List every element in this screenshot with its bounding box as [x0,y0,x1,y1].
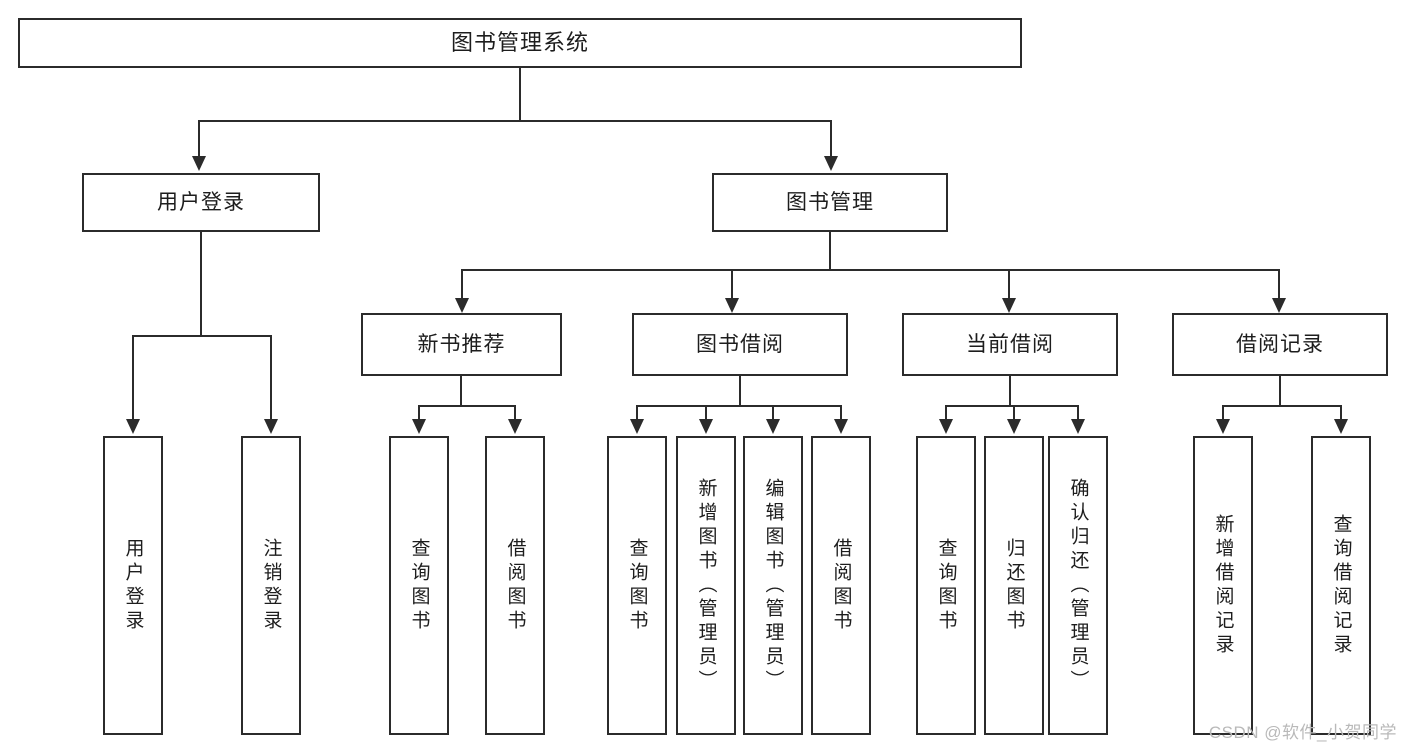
arrowhead-to-borrow-record [1272,298,1286,313]
arrowhead-user-login-leaf-2 [264,419,278,434]
node-label: 查询借阅记录 [1330,513,1352,658]
connector-current-borrow-drop-2 [1013,405,1015,421]
connector-user-login-bar [132,335,272,337]
connector-current-borrow-drop-3 [1077,405,1079,421]
arrowhead-current-borrow-leaf-1 [939,419,953,434]
node-label: 新书推荐 [417,332,506,356]
arrowhead-current-borrow-leaf-2 [1007,419,1021,434]
arrowhead-current-borrow-leaf-3 [1071,419,1085,434]
connector-book-mgmt-drop-3 [1008,269,1010,299]
node-label: 注销登录 [260,537,282,634]
connector-borrow-record-drop-2 [1340,405,1342,421]
leaf-new-book-query[interactable]: 查询图书 [389,436,449,735]
connector-book-mgmt-drop-2 [731,269,733,299]
connector-user-login-drop-2 [270,335,272,421]
node-label: 查询图书 [935,537,957,634]
node-label: 借阅图书 [830,537,852,634]
arrowhead-to-current-borrow [1002,298,1016,313]
connector-borrow-record-bar [1222,405,1342,407]
arrowhead-to-new-book-recommend [455,298,469,313]
node-label: 新增借阅记录 [1212,513,1234,658]
arrowhead-user-login-leaf-1 [126,419,140,434]
connector-user-login-drop-1 [132,335,134,421]
connector-book-borrow-drop-4 [840,405,842,421]
connector-book-mgmt-stem [829,232,831,271]
connector-new-book-bar [418,405,516,407]
leaf-book-borrow-edit[interactable]: 编辑图书（管理员） [743,436,803,735]
node-book-borrow[interactable]: 图书借阅 [632,313,848,376]
node-label: 确认归还（管理员） [1067,477,1089,694]
connector-book-borrow-bar [636,405,842,407]
connector-current-borrow-stem [1009,376,1011,407]
node-label: 借阅记录 [1236,332,1324,356]
arrowhead-book-borrow-leaf-1 [630,419,644,434]
connector-root-stem [519,68,521,121]
node-label: 编辑图书（管理员） [762,477,784,694]
node-label: 新增图书（管理员） [695,477,717,694]
node-label: 查询图书 [408,537,430,634]
arrowhead-to-book-management [824,156,838,171]
connector-book-mgmt-drop-1 [461,269,463,299]
leaf-borrow-record-query[interactable]: 查询借阅记录 [1311,436,1371,735]
connector-book-mgmt-bar [461,269,1280,271]
connector-current-borrow-drop-1 [945,405,947,421]
node-label: 借阅图书 [504,537,526,634]
leaf-book-borrow-borrow[interactable]: 借阅图书 [811,436,871,735]
arrowhead-book-borrow-leaf-3 [766,419,780,434]
connector-book-mgmt-drop-4 [1278,269,1280,299]
arrowhead-new-book-leaf-1 [412,419,426,434]
node-book-management[interactable]: 图书管理 [712,173,948,232]
leaf-book-borrow-add[interactable]: 新增图书（管理员） [676,436,736,735]
leaf-borrow-record-add[interactable]: 新增借阅记录 [1193,436,1253,735]
connector-root-drop-left [198,120,200,158]
node-label: 查询图书 [626,537,648,634]
arrowhead-new-book-leaf-2 [508,419,522,434]
node-label: 图书管理 [786,190,874,214]
leaf-user-login-logout[interactable]: 注销登录 [241,436,301,735]
node-root-book-management-system[interactable]: 图书管理系统 [18,18,1022,68]
connector-borrow-record-stem [1279,376,1281,407]
node-borrow-record[interactable]: 借阅记录 [1172,313,1388,376]
leaf-current-borrow-query[interactable]: 查询图书 [916,436,976,735]
connector-new-book-drop-1 [418,405,420,421]
connector-book-borrow-drop-3 [772,405,774,421]
connector-root-bar [198,120,832,122]
connector-book-borrow-drop-1 [636,405,638,421]
node-new-book-recommend[interactable]: 新书推荐 [361,313,562,376]
connector-user-login-stem [200,232,202,337]
connector-book-borrow-stem [739,376,741,407]
arrowhead-to-book-borrow [725,298,739,313]
connector-borrow-record-drop-1 [1222,405,1224,421]
node-label: 用户登录 [122,537,144,634]
connector-new-book-drop-2 [514,405,516,421]
leaf-user-login-login[interactable]: 用户登录 [103,436,163,735]
connector-current-borrow-bar [945,405,1079,407]
arrowhead-borrow-record-leaf-1 [1216,419,1230,434]
leaf-current-borrow-return[interactable]: 归还图书 [984,436,1044,735]
arrowhead-to-user-login [192,156,206,171]
connector-book-borrow-drop-2 [705,405,707,421]
arrowhead-borrow-record-leaf-2 [1334,419,1348,434]
node-label: 归还图书 [1003,537,1025,634]
node-label: 用户登录 [157,190,245,214]
node-label: 当前借阅 [966,332,1054,356]
connector-new-book-stem [460,376,462,407]
node-user-login[interactable]: 用户登录 [82,173,320,232]
connector-root-drop-right [830,120,832,158]
node-label: 图书管理系统 [450,29,589,55]
csdn-watermark: CSDN @软件_小贺同学 [1208,723,1397,742]
leaf-new-book-borrow[interactable]: 借阅图书 [485,436,545,735]
arrowhead-book-borrow-leaf-4 [834,419,848,434]
arrowhead-book-borrow-leaf-2 [699,419,713,434]
leaf-book-borrow-query[interactable]: 查询图书 [607,436,667,735]
node-label: 图书借阅 [696,332,784,356]
leaf-current-borrow-confirm-return[interactable]: 确认归还（管理员） [1048,436,1108,735]
node-current-borrow[interactable]: 当前借阅 [902,313,1118,376]
